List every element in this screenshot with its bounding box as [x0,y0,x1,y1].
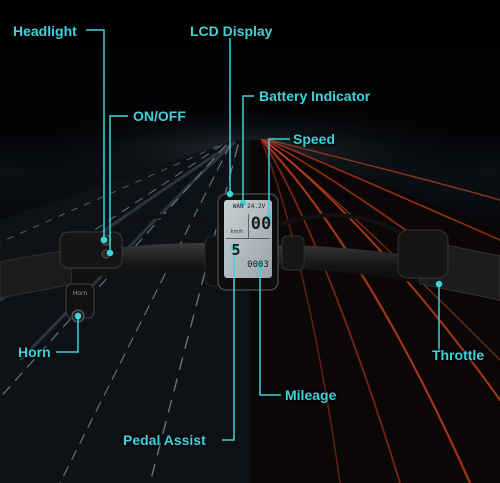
callout-headlight: Headlight [13,23,77,39]
callout-pedal-assist: Pedal Assist [123,432,206,448]
callout-battery-indicator: Battery Indicator [259,88,371,104]
callout-speed: Speed [293,131,336,147]
speed-unit: km/h [230,229,244,235]
callout-horn: Horn [18,344,51,360]
speed-readout: 00 [250,214,272,234]
callout-leader-lines [56,29,443,441]
callout-lcd-display: LCD Display [190,23,273,39]
lcd-status-bar: WAN 24.2V [232,203,266,210]
mileage-readout: 0003 [247,260,269,270]
callout-throttle: Throttle [432,347,485,363]
horn-switch-label: Horn [72,290,88,297]
callout-mileage: Mileage [285,387,337,403]
lane-markings [0,144,239,483]
assist-level-readout: 5 [231,241,241,259]
callout-on-off: ON/OFF [133,108,186,124]
